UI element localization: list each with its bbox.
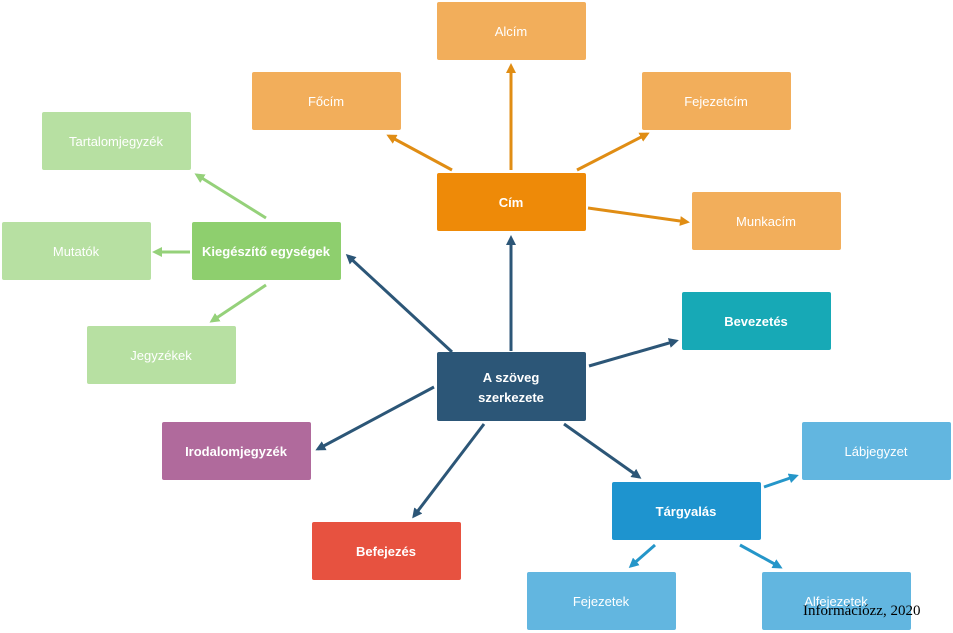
node-befejezes[interactable]: Befejezés bbox=[312, 522, 461, 580]
node-targyalas-label: Tárgyalás bbox=[656, 504, 717, 519]
node-irodalomjegyzek-label: Irodalomjegyzék bbox=[185, 444, 288, 459]
node-center-label-line2: szerkezete bbox=[478, 390, 544, 405]
node-tartalomjegyzek[interactable]: Tartalomjegyzék bbox=[42, 112, 191, 170]
node-kiegeszito[interactable]: Kiegészítő egységek bbox=[192, 222, 341, 280]
edge-kieg-jegyzekek bbox=[209, 283, 267, 323]
edge-kieg-tartalomjegyzek bbox=[194, 173, 267, 220]
node-alfejezetek-box bbox=[762, 572, 911, 630]
node-jegyzekek-label: Jegyzékek bbox=[130, 348, 192, 363]
node-center[interactable]: A szöveg szerkezete bbox=[437, 352, 586, 421]
edges-targyalas bbox=[628, 473, 799, 569]
node-tartalomjegyzek-box bbox=[42, 112, 191, 170]
node-focim[interactable]: Főcím bbox=[252, 72, 401, 130]
node-jegyzekek-box bbox=[87, 326, 236, 384]
node-alcim-label: Alcím bbox=[495, 24, 528, 39]
node-irodalomjegyzek-box bbox=[162, 422, 311, 480]
node-fejezetek-box bbox=[527, 572, 676, 630]
node-targyalas-box bbox=[612, 482, 761, 540]
edge-center-targyalas bbox=[563, 422, 642, 479]
credit-text: Információzz, 2020 bbox=[803, 603, 921, 619]
edge-center-befejezes bbox=[412, 423, 486, 519]
node-alcim-box bbox=[437, 2, 586, 60]
node-mutatok-box bbox=[2, 222, 151, 280]
node-fejezetcim-label: Fejezetcím bbox=[684, 94, 748, 109]
edges-cim bbox=[386, 63, 690, 226]
edge-cim-fejezetcim bbox=[576, 132, 650, 172]
node-bevezetes-box bbox=[682, 292, 831, 350]
node-labjegyzet-box bbox=[802, 422, 951, 480]
edge-targy-fejezetek bbox=[628, 543, 656, 568]
node-fejezetcim-box bbox=[642, 72, 791, 130]
node-fejezetek[interactable]: Fejezetek bbox=[527, 572, 676, 630]
node-munkacim-box bbox=[692, 192, 841, 250]
node-bevezetes[interactable]: Bevezetés bbox=[682, 292, 831, 350]
node-mutatok-label: Mutatók bbox=[53, 244, 100, 259]
node-befejezes-box bbox=[312, 522, 461, 580]
node-munkacim-label: Munkacím bbox=[736, 214, 796, 229]
node-center-box bbox=[437, 352, 586, 421]
edges-center bbox=[315, 235, 679, 519]
node-befejezes-label: Befejezés bbox=[356, 544, 416, 559]
node-alfejezetek-label: Alfejezetek bbox=[804, 594, 868, 609]
node-mutatok[interactable]: Mutatók bbox=[2, 222, 151, 280]
node-cim-box bbox=[437, 173, 586, 231]
node-fejezetek-label: Fejezetek bbox=[573, 594, 630, 609]
node-bevezetes-label: Bevezetés bbox=[724, 314, 788, 329]
node-labjegyzet[interactable]: Lábjegyzet bbox=[802, 422, 951, 480]
node-cim[interactable]: Cím bbox=[437, 173, 586, 231]
node-kiegeszito-box bbox=[192, 222, 341, 280]
edges-kiegeszito bbox=[152, 173, 267, 323]
edge-targy-alfejezetek bbox=[739, 543, 783, 569]
node-kiegeszito-label: Kiegészítő egységek bbox=[202, 244, 331, 259]
node-cim-label: Cím bbox=[499, 195, 524, 210]
node-munkacim[interactable]: Munkacím bbox=[692, 192, 841, 250]
edge-cim-munkacim bbox=[587, 206, 690, 226]
node-tartalomjegyzek-label: Tartalomjegyzék bbox=[69, 134, 163, 149]
node-alfejezetek[interactable]: Alfejezetek bbox=[762, 572, 911, 630]
edge-cim-focim bbox=[386, 134, 453, 172]
edge-center-kiegeszito bbox=[345, 253, 454, 354]
node-targyalas[interactable]: Tárgyalás bbox=[612, 482, 761, 540]
node-focim-box bbox=[252, 72, 401, 130]
edge-center-bevezetes bbox=[588, 338, 679, 368]
node-alcim[interactable]: Alcím bbox=[437, 2, 586, 60]
node-focim-label: Főcím bbox=[308, 94, 344, 109]
node-center-label-line1: A szöveg bbox=[483, 370, 540, 385]
node-jegyzekek[interactable]: Jegyzékek bbox=[87, 326, 236, 384]
edge-center-irodalomjegyzek bbox=[315, 385, 435, 451]
edge-targy-labjegyzet bbox=[763, 473, 799, 489]
node-irodalomjegyzek[interactable]: Irodalomjegyzék bbox=[162, 422, 311, 480]
node-labjegyzet-label: Lábjegyzet bbox=[845, 444, 908, 459]
node-fejezetcim[interactable]: Fejezetcím bbox=[642, 72, 791, 130]
